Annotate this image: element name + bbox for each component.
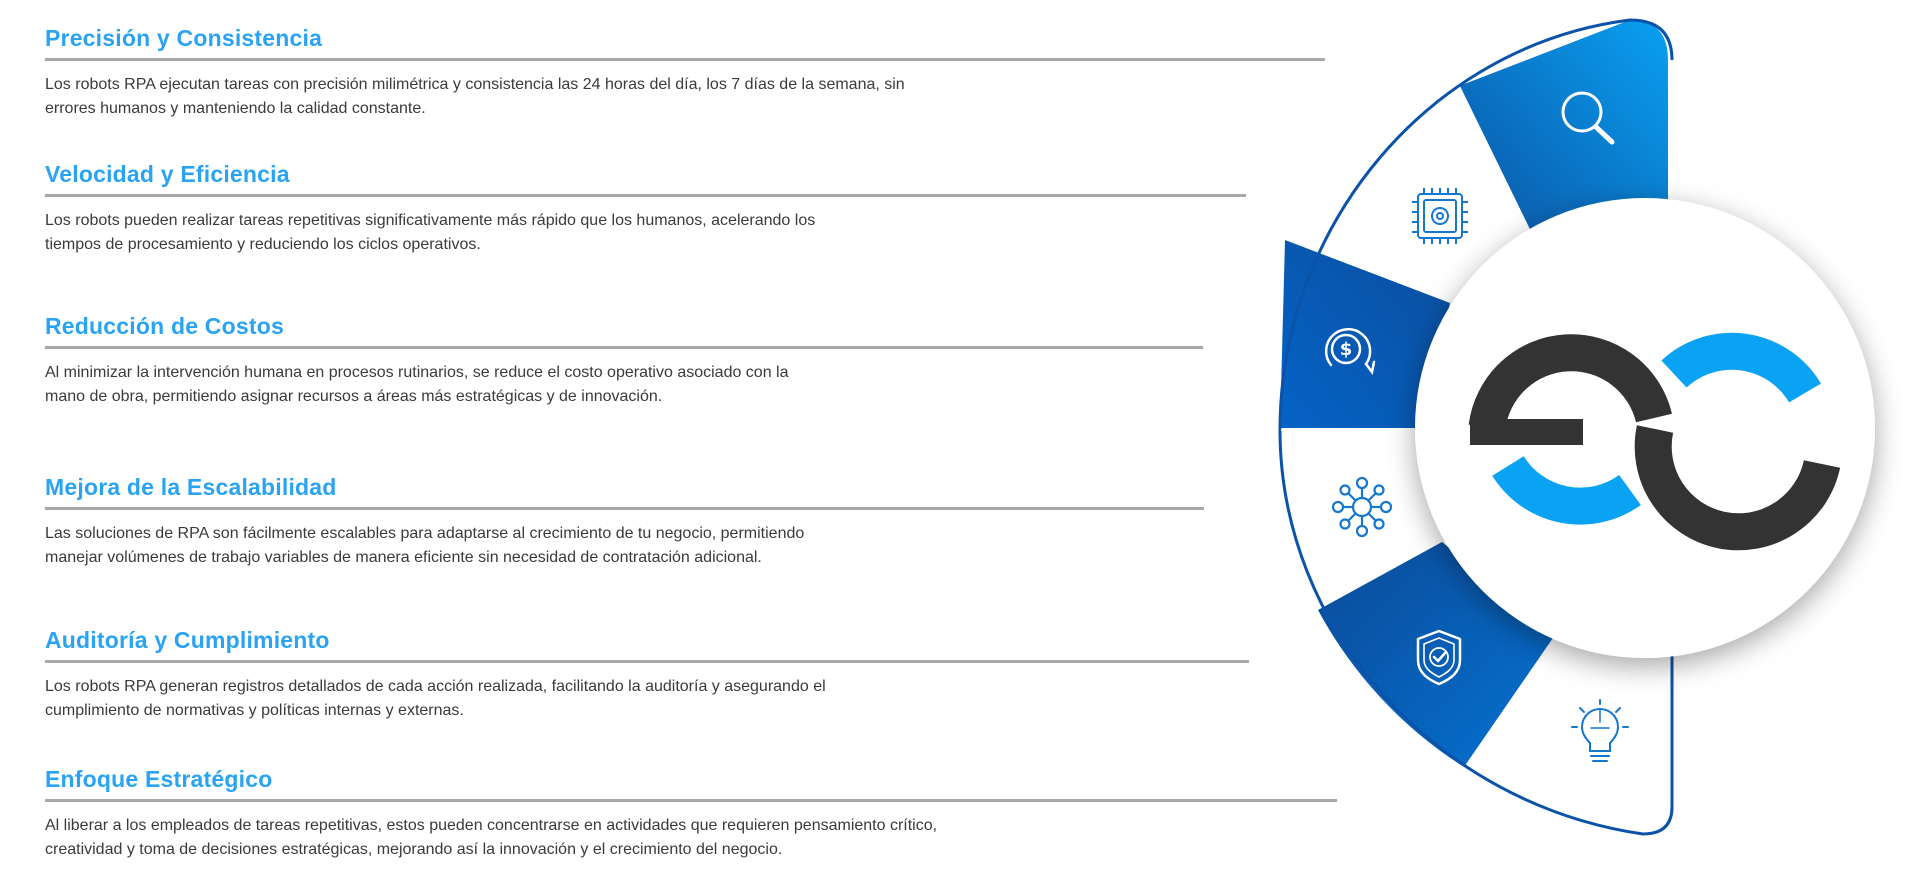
section-precision: Precisión y Consistencia Los robots RPA … <box>45 25 1325 121</box>
segment-2 <box>1317 86 1545 307</box>
section-text: Los robots RPA generan registros detalla… <box>45 678 826 719</box>
divider <box>45 194 1246 197</box>
ec-logo <box>1468 332 1841 551</box>
magnifier-icon <box>1561 91 1615 145</box>
section-title: Precisión y Consistencia <box>45 25 323 51</box>
section-text: Los robots pueden realizar tareas repeti… <box>45 212 816 253</box>
dollar-cycle-icon: $ <box>1324 327 1376 375</box>
svg-text:$: $ <box>1340 339 1353 360</box>
chip-gear-icon <box>1412 188 1468 244</box>
section-title: Reducción de Costos <box>45 313 284 339</box>
shield-check-icon <box>1416 629 1462 686</box>
section-velocidad: Velocidad y Eficiencia Los robots pueden… <box>45 161 1246 257</box>
section-enfoque: Enfoque Estratégico Al liberar a los emp… <box>45 766 1337 862</box>
divider <box>45 507 1204 510</box>
section-text: Los robots RPA ejecutan tareas con preci… <box>45 76 905 117</box>
section-title: Velocidad y Eficiencia <box>45 161 290 187</box>
segment-4 <box>1280 430 1440 605</box>
network-nodes-icon <box>1331 476 1393 538</box>
section-text: Al liberar a los empleados de tareas rep… <box>45 817 938 858</box>
section-text: Las soluciones de RPA son fácilmente esc… <box>45 525 805 566</box>
divider <box>45 799 1337 802</box>
divider <box>45 660 1249 663</box>
section-costos: Reducción de Costos Al minimizar la inte… <box>45 313 1203 409</box>
segment-3 <box>1280 240 1450 428</box>
section-title: Mejora de la Escalabilidad <box>45 474 337 500</box>
divider <box>45 346 1203 349</box>
section-text: Al minimizar la intervención humana en p… <box>45 364 789 405</box>
section-auditoria: Auditoría y Cumplimiento Los robots RPA … <box>45 627 1249 723</box>
wheel-outline <box>1278 18 1674 836</box>
section-title: Auditoría y Cumplimiento <box>45 627 330 653</box>
lightbulb-puzzle-icon <box>1571 699 1629 762</box>
section-title: Enfoque Estratégico <box>45 766 273 792</box>
divider <box>45 58 1325 61</box>
segment-6 <box>1470 637 1671 834</box>
section-escalabilidad: Mejora de la Escalabilidad Las solucione… <box>45 474 1204 570</box>
